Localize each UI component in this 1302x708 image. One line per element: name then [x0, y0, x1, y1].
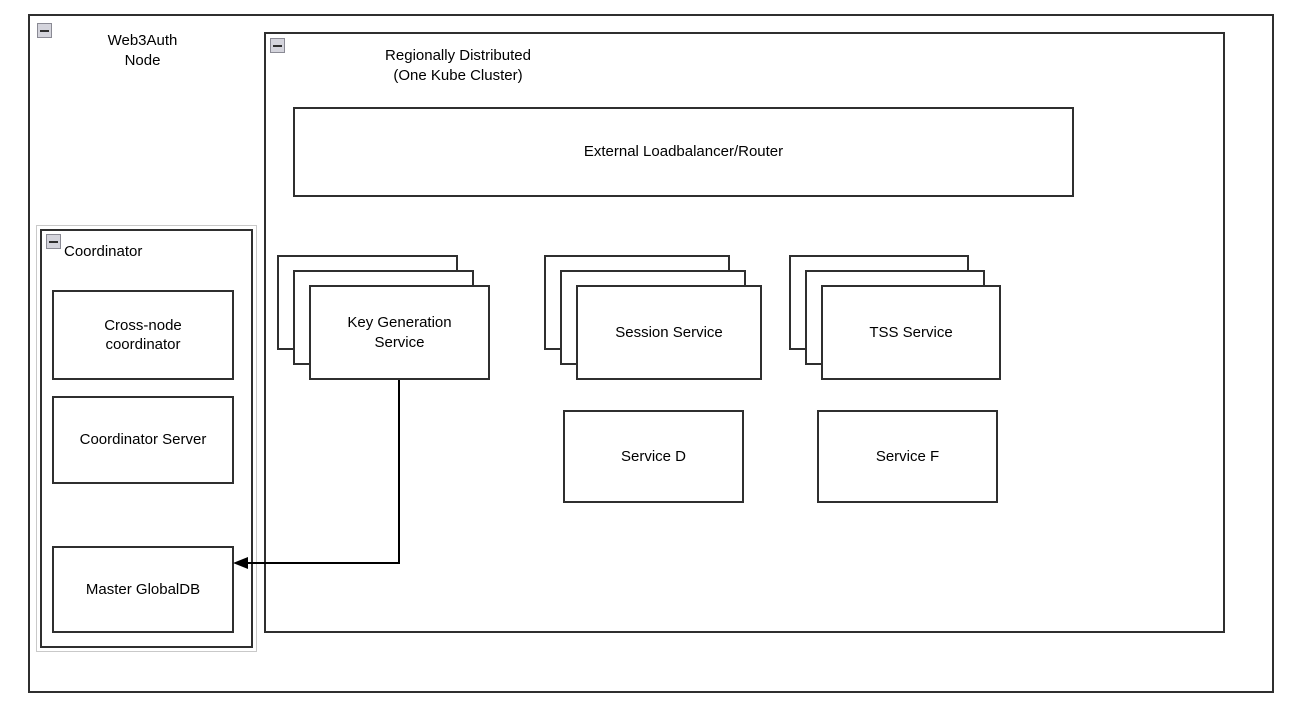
session-service-node[interactable]: Session Service: [576, 285, 762, 380]
coordinator-collapse-icon[interactable]: [46, 234, 61, 249]
cross-node-coordinator-node[interactable]: Cross-node coordinator: [52, 290, 234, 380]
coordinator-title: Coordinator: [64, 243, 143, 260]
regionally-distributed-collapse-icon[interactable]: [270, 38, 285, 53]
tss-service-node[interactable]: TSS Service: [821, 285, 1001, 380]
tss-service-stack[interactable]: TSS Service: [789, 255, 1001, 380]
external-loadbalancer-router-node[interactable]: External Loadbalancer/Router: [293, 107, 1074, 197]
master-globaldb-node[interactable]: Master GlobalDB: [52, 546, 234, 633]
service-d-node[interactable]: Service D: [563, 410, 744, 503]
web3auth-node-collapse-icon[interactable]: [37, 23, 52, 38]
service-f-node[interactable]: Service F: [817, 410, 998, 503]
coordinator-server-node[interactable]: Coordinator Server: [52, 396, 234, 484]
session-service-stack[interactable]: Session Service: [544, 255, 762, 380]
key-generation-service-node[interactable]: Key Generation Service: [309, 285, 490, 380]
regionally-distributed-title: Regionally Distributed (One Kube Cluster…: [385, 47, 531, 84]
key-generation-service-stack[interactable]: Key Generation Service: [277, 255, 490, 380]
web3auth-node-title: Web3Auth Node: [107, 32, 178, 69]
